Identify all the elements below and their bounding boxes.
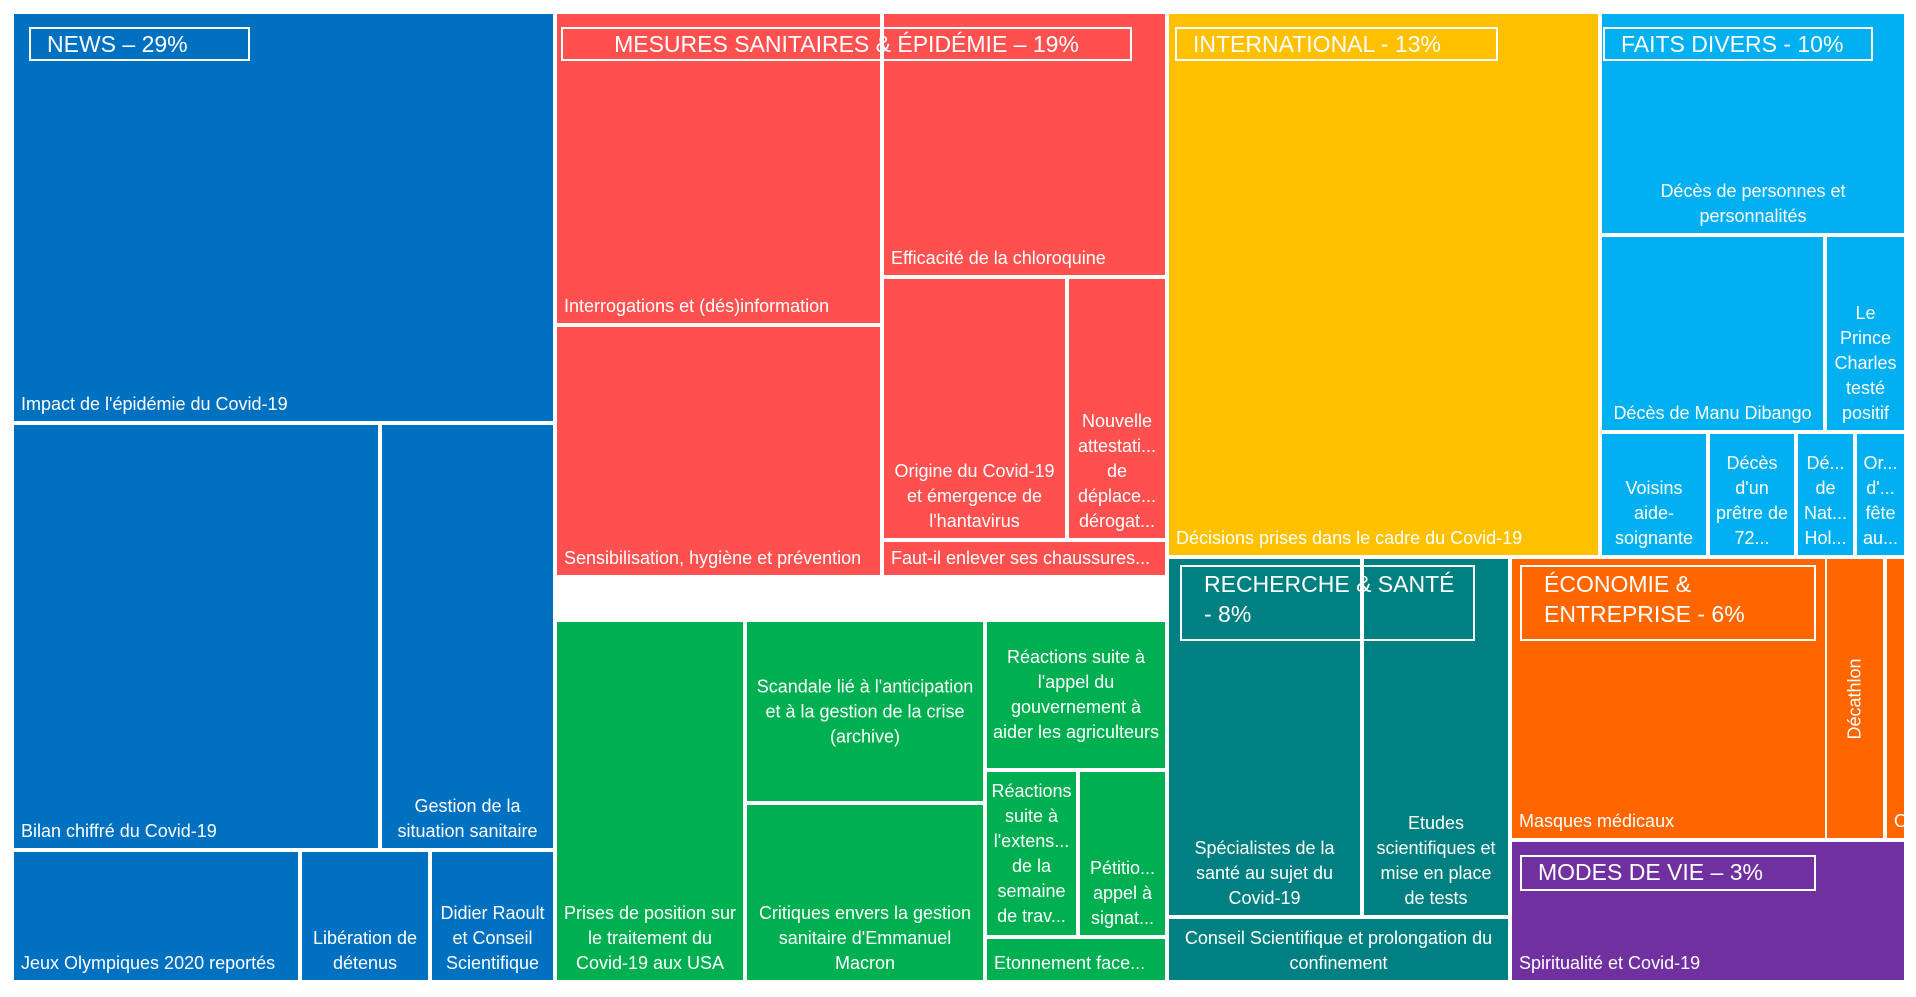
tile-label: Décès de Manu Dibango (1613, 403, 1812, 423)
treemap-tile: Voisins aide-soignante (1600, 432, 1708, 557)
tile-label: Conseil Scientifique et prolongation du … (1184, 928, 1493, 973)
category-label: ÉCONOMIE & ENTREPRISE - 6% (1520, 565, 1816, 641)
tile-label: Voisins aide-soignante (1614, 478, 1694, 548)
tile-label: Libération de détenus (312, 928, 418, 973)
treemap-tile: Libération de détenus (300, 850, 430, 982)
tile-label: Or... d'... fête au... (1862, 453, 1899, 548)
treemap-tile: Décisions prises dans le cadre du Covid-… (1167, 12, 1600, 557)
tile-label: Jeux Olympiques 2020 reportés (21, 953, 276, 973)
tile-label: Faut-il enlever ses chaussures... (891, 548, 1151, 568)
category-label: INDIVIDUS & SOCIÉTÉ – 13% (561, 586, 1132, 620)
tile-label: Prises de position sur le traitement du … (563, 903, 737, 973)
tile-label: Décès de personnes et personnalités (1660, 181, 1846, 226)
treemap-tile: Décathlon (1825, 557, 1885, 840)
tile-label: Interrogations et (dés)information (564, 296, 830, 316)
treemap-tile: Décès d'un prêtre de 72... (1708, 432, 1796, 557)
treemap-tile: Réactions suite à l'appel du gouvernemen… (985, 620, 1167, 770)
treemap-tile: Spécialistes de la santé au sujet du Cov… (1167, 557, 1362, 917)
treemap-tile: Sensibilisation, hygiène et prévention (555, 325, 882, 577)
treemap-tile: Critiques envers la gestion sanitaire d'… (745, 803, 985, 982)
treemap-tile: Décès de personnes et personnalités (1600, 12, 1906, 235)
treemap-tile: Impact de l'épidémie du Covid-19 (12, 12, 555, 423)
tile-label: Bilan chiffré du Covid-19 (21, 821, 217, 841)
tile-label: Spécialistes de la santé au sujet du Cov… (1194, 838, 1335, 908)
treemap-tile: Masques médicaux (1510, 557, 1885, 840)
treemap-tile: Etudes scientifiques et mise en place de… (1362, 557, 1510, 917)
tile-label: Etonnement face... (994, 953, 1146, 973)
treemap-tile: Or... d'... fête au... (1855, 432, 1906, 557)
tile-label: Décisions prises dans le cadre du Covid-… (1176, 528, 1523, 548)
category-label: NEWS – 29% (29, 27, 250, 61)
tile-label: Efficacité de la chloroquine (891, 248, 1106, 268)
tile-label: Impact de l'épidémie du Covid-19 (21, 394, 288, 414)
treemap-tile: Efficacité de la chloroquine (882, 12, 1167, 277)
treemap-tile: Spiritualité et Covid-19 (1510, 840, 1906, 982)
category-label: MODES DE VIE – 3% (1520, 855, 1816, 891)
tile-label: O... (1894, 809, 1904, 834)
tile-label: Le Prince Charles testé positif (1834, 303, 1897, 423)
treemap-tile: Pétitio... appel à signat... (1078, 770, 1167, 937)
tile-label: Etudes scientifiques et mise en place de… (1376, 813, 1496, 908)
treemap-tile: Bilan chiffré du Covid-19 (12, 423, 380, 850)
tile-label: Décès d'un prêtre de 72... (1715, 453, 1789, 548)
tile-label: Critiques envers la gestion sanitaire d'… (758, 903, 972, 973)
category-label: MESURES SANITAIRES & ÉPIDÉMIE – 19% (561, 27, 1132, 61)
tile-label: Origine du Covid-19 et émergence de l'ha… (894, 461, 1055, 531)
treemap-tile: Origine du Covid-19 et émergence de l'ha… (882, 277, 1067, 540)
tile-label: Sensibilisation, hygiène et prévention (564, 548, 862, 568)
tile-label: Dé... de Nat... Hol... (1803, 453, 1847, 548)
treemap-tile: Didier Raoult et Conseil Scientifique (430, 850, 555, 982)
tile-label: Pétitio... appel à signat... (1089, 858, 1156, 928)
tile-label: Scandale lié à l'anticipation et à la ge… (756, 676, 974, 746)
treemap-tile: Faut-il enlever ses chaussures... (882, 540, 1167, 577)
treemap-tile: Nouvelle attestati... de déplace... déro… (1067, 277, 1167, 540)
treemap-tile: Décès de Manu Dibango (1600, 235, 1825, 432)
treemap-tile: Conseil Scientifique et prolongation du … (1167, 917, 1510, 982)
tile-label: Masques médicaux (1519, 811, 1675, 831)
tile-label: Gestion de la situation sanitaire (397, 796, 538, 841)
tile-label: Décathlon (1844, 657, 1865, 740)
treemap-tile: Scandale lié à l'anticipation et à la ge… (745, 620, 985, 803)
category-label: RECHERCHE & SANTÉ - 8% (1180, 565, 1475, 641)
tile-label: Réactions suite à l'appel du gouvernemen… (992, 647, 1160, 742)
tile-label: Didier Raoult et Conseil Scientifique (440, 903, 545, 973)
treemap-tile: Jeux Olympiques 2020 reportés (12, 850, 300, 982)
treemap-tile: Dé... de Nat... Hol... (1796, 432, 1855, 557)
treemap-tile: Interrogations et (dés)information (555, 12, 882, 325)
tile-label: Nouvelle attestati... de déplace... déro… (1077, 411, 1157, 531)
tile-label: Réactions suite à l'extens... de la sema… (991, 780, 1072, 926)
category-label: INTERNATIONAL - 13% (1175, 27, 1498, 61)
tile-label: Spiritualité et Covid-19 (1519, 953, 1701, 973)
treemap-tile: Prises de position sur le traitement du … (555, 620, 745, 982)
treemap-tile: O... (1885, 557, 1906, 840)
treemap-tile: Etonnement face... (985, 937, 1167, 982)
treemap-tile: Réactions suite à l'extens... de la sema… (985, 770, 1078, 937)
treemap-tile: Gestion de la situation sanitaire (380, 423, 555, 850)
treemap-tile: Le Prince Charles testé positif (1825, 235, 1906, 432)
category-label: FAITS DIVERS - 10% (1603, 27, 1873, 61)
